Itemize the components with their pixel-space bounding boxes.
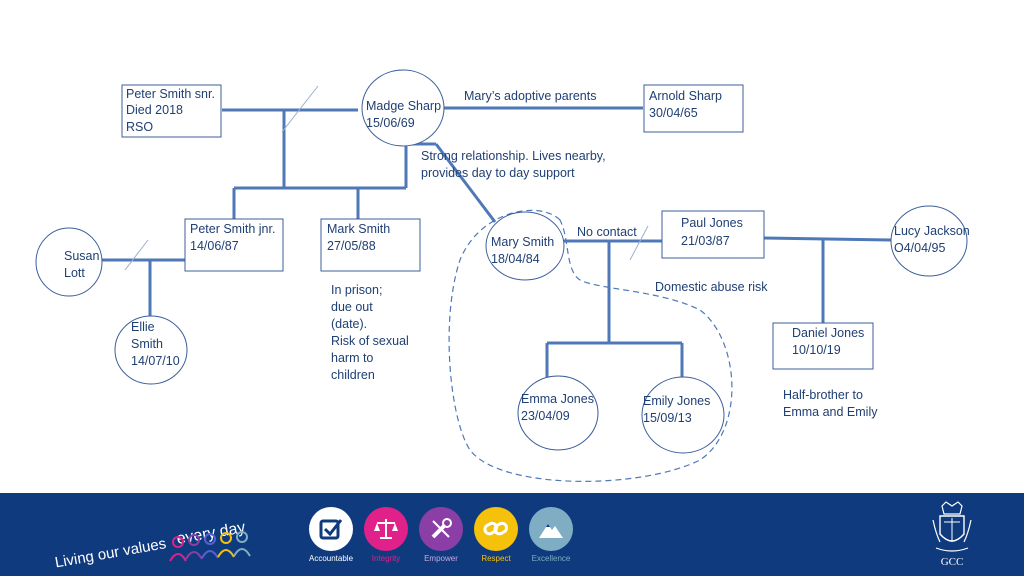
prison-note-3: (date). xyxy=(331,317,367,331)
value-label-empower: Empower xyxy=(424,554,458,563)
value-label-integrity: Integrity xyxy=(371,554,401,563)
council-crest: GCC xyxy=(930,500,974,570)
peter-jnr-dob: 14/06/87 xyxy=(190,239,239,253)
arnold-name: Arnold Sharp xyxy=(649,89,722,103)
paul-name: Paul Jones xyxy=(681,216,743,230)
values-slogan: Living our values every day xyxy=(50,503,270,569)
mark-smith-box xyxy=(320,218,421,272)
relationship-lines xyxy=(87,85,892,482)
value-empower: Empower xyxy=(412,507,470,563)
arnold-dob: 30/04/65 xyxy=(649,106,698,120)
slogan-prefix: Living our values xyxy=(54,535,168,569)
genogram-diagram: Peter Smith snr. Died 2018 RSO Madge Sha… xyxy=(35,69,970,482)
value-accountable: Accountable xyxy=(302,507,360,563)
scales-icon xyxy=(364,507,408,551)
prison-note-6: children xyxy=(331,368,375,382)
half-brother-note-1: Half-brother to xyxy=(783,388,863,402)
paul-dob: 21/03/87 xyxy=(681,234,730,248)
emma-name: Emma Jones xyxy=(521,392,594,406)
lucy-dob: O4/04/95 xyxy=(894,241,945,255)
peter-smith-snr-box xyxy=(121,84,222,138)
prison-note-1: In prison; xyxy=(331,283,382,297)
strong-relationship-note-1: Strong relationship. Lives nearby, xyxy=(421,149,606,163)
lucy-jackson-circle xyxy=(890,205,968,277)
emma-dob: 23/04/09 xyxy=(521,409,570,423)
emily-name: Emily Jones xyxy=(643,394,710,408)
susan-lott-circle xyxy=(35,227,103,297)
value-integrity: Integrity xyxy=(357,507,415,563)
adoptive-parents-note: Mary’s adoptive parents xyxy=(464,89,596,103)
paul-jones-box xyxy=(661,210,765,259)
madge-sharp-circle xyxy=(361,69,445,147)
value-label-excellence: Excellence xyxy=(531,554,571,563)
strong-relationship-note-2: provides day to day support xyxy=(421,166,575,180)
mary-name: Mary Smith xyxy=(491,235,554,249)
no-contact-note: No contact xyxy=(577,225,637,239)
prison-note-2: due out xyxy=(331,300,373,314)
peter-snr-rso: RSO xyxy=(126,120,153,134)
emily-dob: 15/09/13 xyxy=(643,411,692,425)
emily-jones-circle xyxy=(641,376,725,454)
mark-dob: 27/05/88 xyxy=(327,239,376,253)
prison-note-4: Risk of sexual xyxy=(331,334,409,348)
people-icon: Living our values every day xyxy=(54,519,251,569)
peter-snr-name: Peter Smith snr. xyxy=(126,87,215,101)
prison-note-5: harm to xyxy=(331,351,373,365)
daniel-dob: 10/10/19 xyxy=(792,343,841,357)
checkbox-icon xyxy=(309,507,353,551)
link-icon xyxy=(474,507,518,551)
ellie-dob: 14/07/10 xyxy=(131,354,180,368)
emma-jones-circle xyxy=(517,375,599,451)
daniel-jones-box xyxy=(772,322,874,370)
peter-smith-jnr-box xyxy=(184,218,284,272)
crest-text: GCC xyxy=(941,556,964,568)
domestic-abuse-note: Domestic abuse risk xyxy=(655,280,768,294)
mary-smith-circle xyxy=(485,211,565,281)
ellie-line2: Smith xyxy=(131,337,163,351)
mountain-icon xyxy=(529,507,573,551)
arnold-sharp-box xyxy=(643,84,744,133)
peter-snr-died: Died 2018 xyxy=(126,103,183,117)
tools-icon xyxy=(419,507,463,551)
madge-name: Madge Sharp xyxy=(366,99,441,113)
value-excellence: Excellence xyxy=(522,507,580,563)
daniel-name: Daniel Jones xyxy=(792,326,864,340)
value-label-respect: Respect xyxy=(481,554,511,563)
peter-jnr-name: Peter Smith jnr. xyxy=(190,222,275,236)
mary-dob: 18/04/84 xyxy=(491,252,540,266)
value-respect: Respect xyxy=(467,507,525,563)
value-label-accountable: Accountable xyxy=(308,554,354,563)
madge-dob: 15/06/69 xyxy=(366,116,415,130)
lucy-name: Lucy Jackson xyxy=(894,224,970,238)
crest-icon: GCC xyxy=(932,501,972,568)
half-brother-note-2: Emma and Emily xyxy=(783,405,878,419)
ellie-smith-circle xyxy=(114,315,188,385)
susan-line2: Lott xyxy=(64,266,85,280)
susan-line1: Susan xyxy=(64,249,99,263)
mark-name: Mark Smith xyxy=(327,222,390,236)
ellie-line1: Ellie xyxy=(131,320,155,334)
